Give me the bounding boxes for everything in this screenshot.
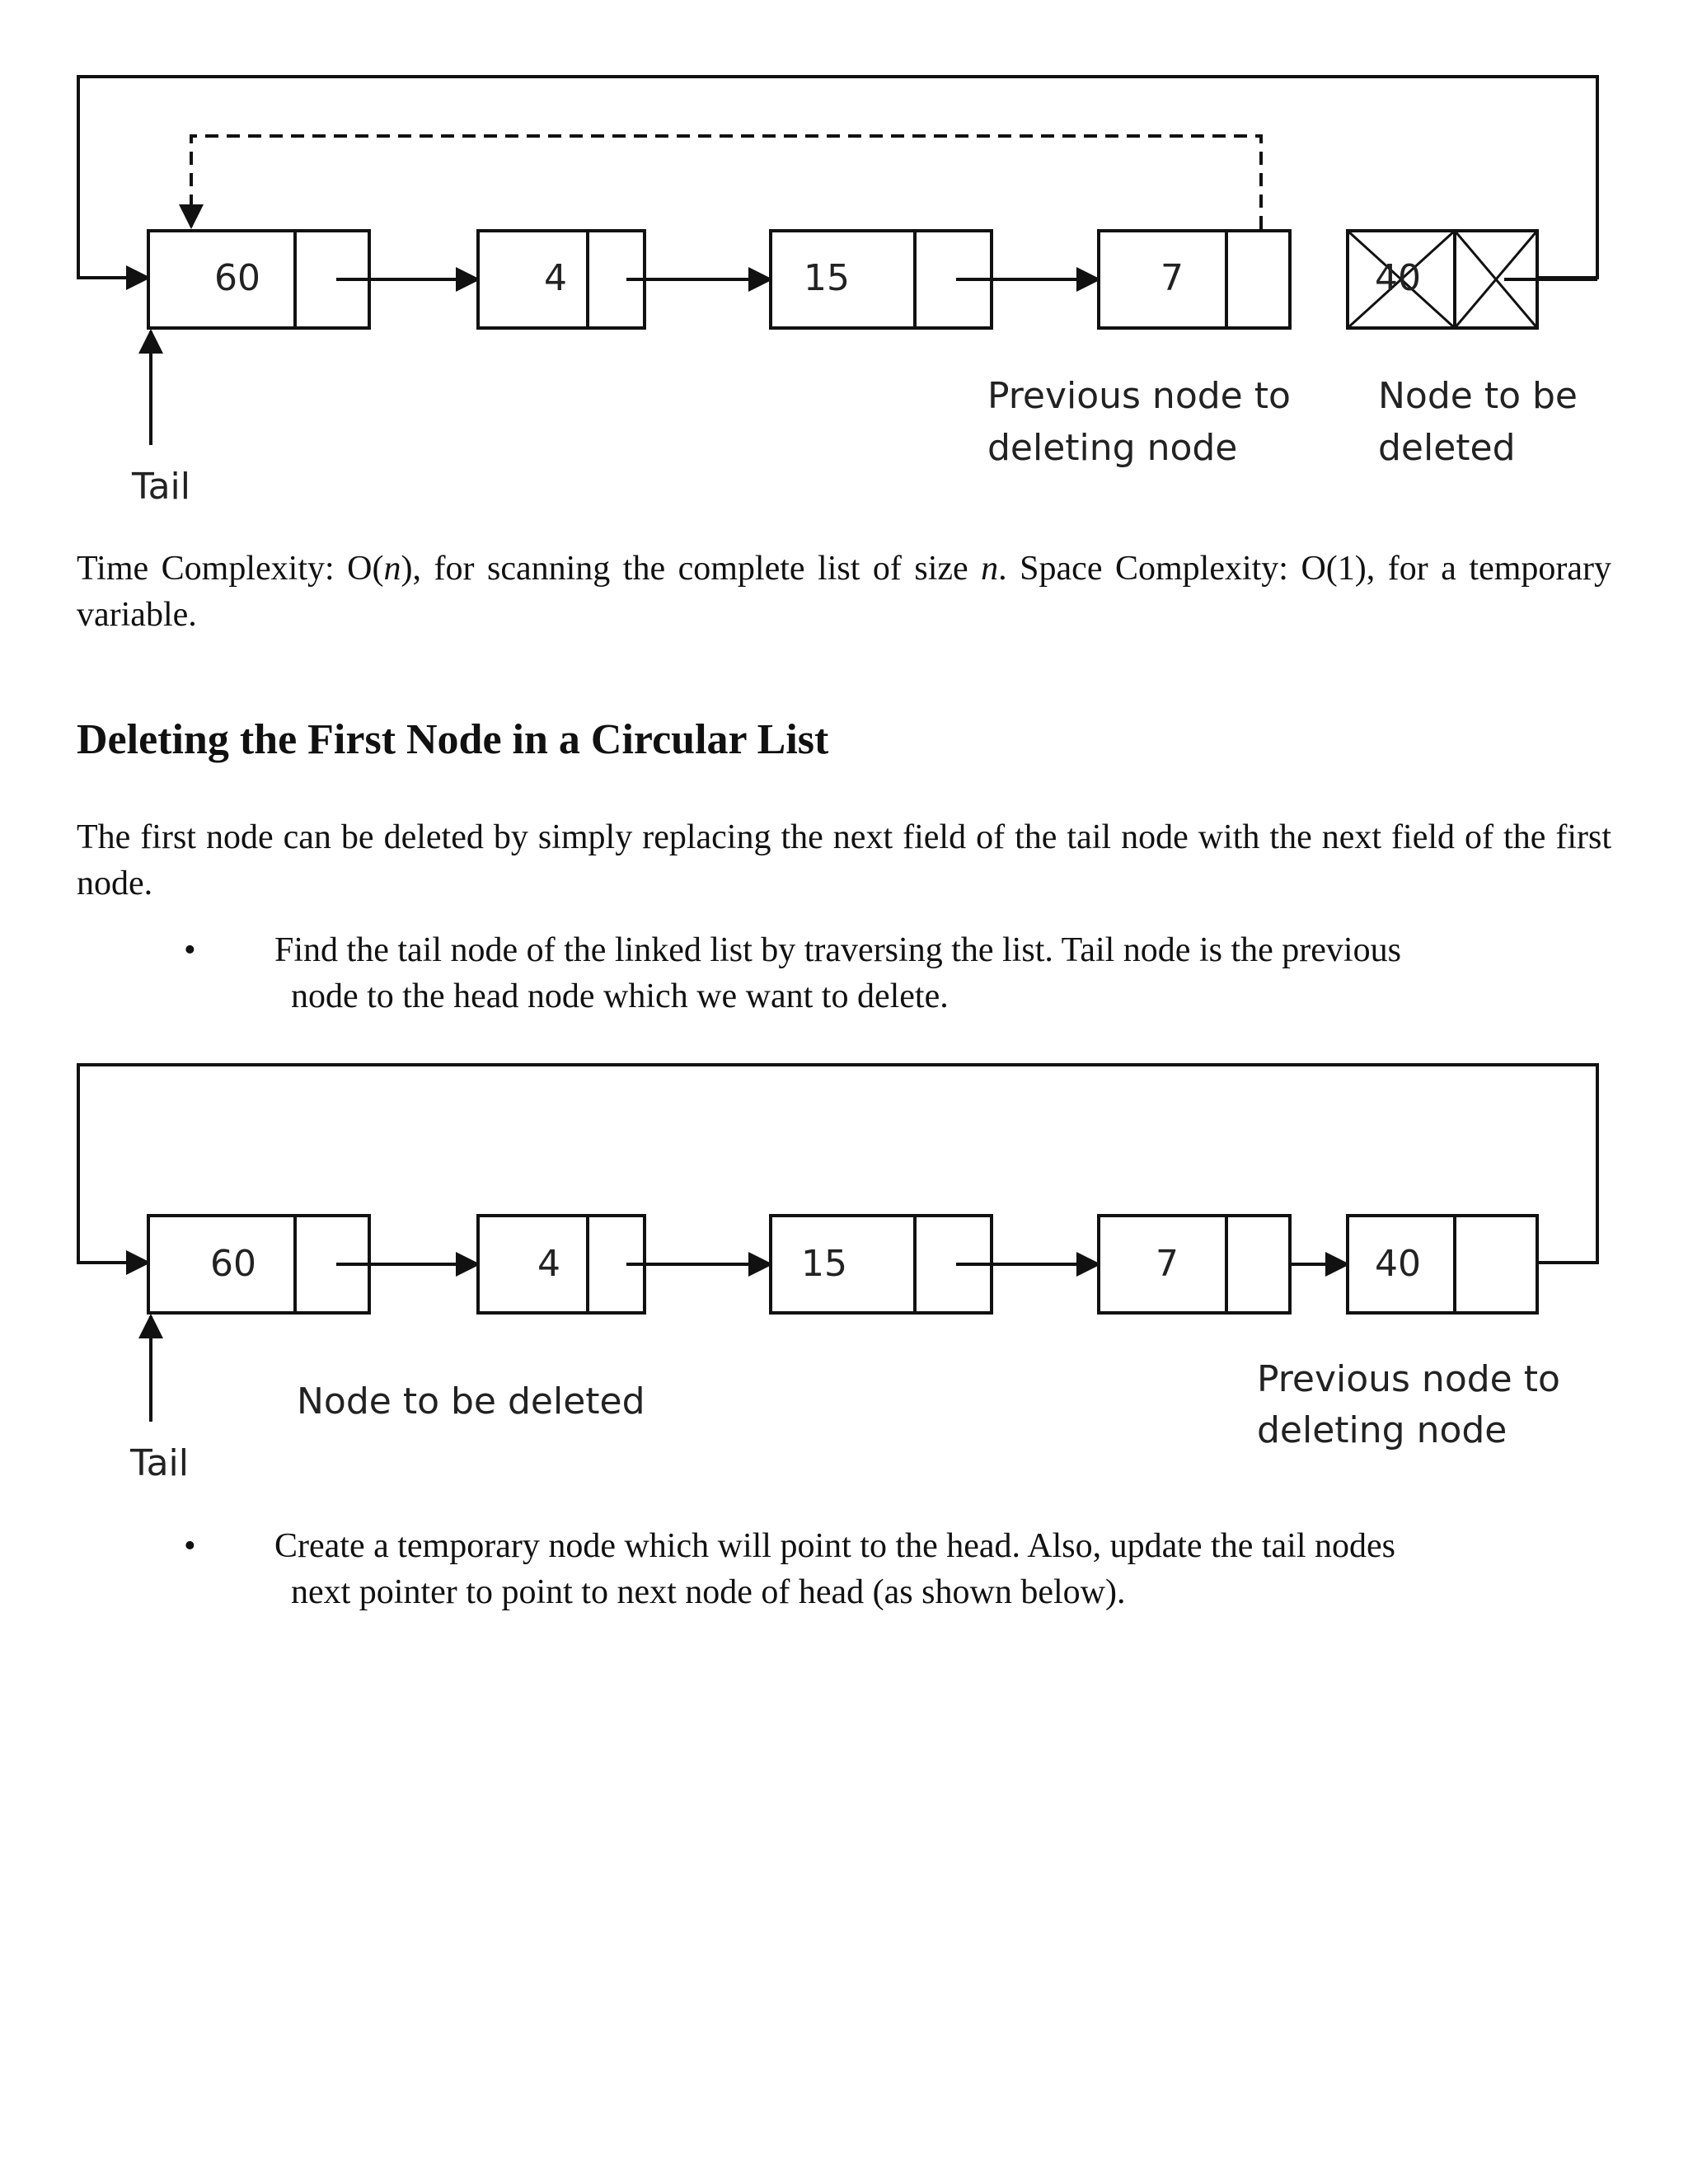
- deleted-node-label: deleted: [1378, 427, 1516, 469]
- bullet-text-line: next pointer to point to next node of he…: [291, 1573, 1126, 1611]
- node-value: 4: [537, 1243, 560, 1285]
- node-value: 40: [1375, 1243, 1421, 1285]
- node-value: 4: [544, 257, 567, 299]
- node-4: 4: [476, 229, 646, 330]
- circular-list-diagram-delete-last: 60 4 15 7 40: [77, 75, 1599, 508]
- tail-label: Tail: [129, 1442, 189, 1484]
- node-value: 60: [214, 257, 260, 299]
- node-4: 4: [476, 1214, 646, 1315]
- node-60: 60: [147, 1214, 371, 1315]
- previous-node-label: deleting node: [987, 427, 1237, 469]
- deleted-node-label: Node to be: [1378, 375, 1578, 417]
- tail-label: Tail: [131, 466, 190, 508]
- node-value: 7: [1160, 257, 1184, 299]
- node-7: 7: [1097, 229, 1292, 330]
- intro-paragraph: The first node can be deleted by simply …: [77, 818, 1611, 902]
- previous-node-label: deleting node: [1257, 1409, 1507, 1451]
- bullet-marker: •: [184, 1527, 196, 1565]
- bullet-text-line: Create a temporary node which will point…: [274, 1527, 1395, 1565]
- section-heading: Deleting the First Node in a Circular Li…: [77, 716, 829, 763]
- bullet-item: • Create a temporary node which will poi…: [77, 1523, 1611, 1615]
- node-value: 15: [804, 257, 850, 299]
- bullet-text-line: Find the tail node of the linked list by…: [274, 931, 1401, 969]
- new-pointer-dashed-line: [179, 134, 1263, 272]
- bullet-text-line: node to the head node which we want to d…: [291, 977, 949, 1015]
- node-15: 15: [769, 1214, 993, 1315]
- bullet-marker: •: [184, 931, 196, 969]
- node-7: 7: [1097, 1214, 1292, 1315]
- deleted-node-label: Node to be deleted: [297, 1380, 645, 1422]
- previous-node-label: Previous node to: [1257, 1358, 1560, 1400]
- bullet-item: • Find the tail node of the linked list …: [77, 927, 1611, 1019]
- complexity-paragraph: Time Complexity: O(n), for scanning the …: [77, 550, 1611, 634]
- circular-list-diagram-delete-first: 60 4 15 7 40 Tail Node to be deleted: [77, 1063, 1599, 1484]
- node-value: 15: [801, 1243, 847, 1285]
- node-60: 60: [147, 229, 371, 330]
- loop-back-line: [77, 1063, 1599, 1275]
- node-value: 40: [1375, 257, 1421, 299]
- node-40: 40: [1346, 1214, 1539, 1315]
- node-value: 60: [210, 1243, 256, 1285]
- node-value: 7: [1156, 1243, 1179, 1285]
- previous-node-label: Previous node to: [987, 375, 1291, 417]
